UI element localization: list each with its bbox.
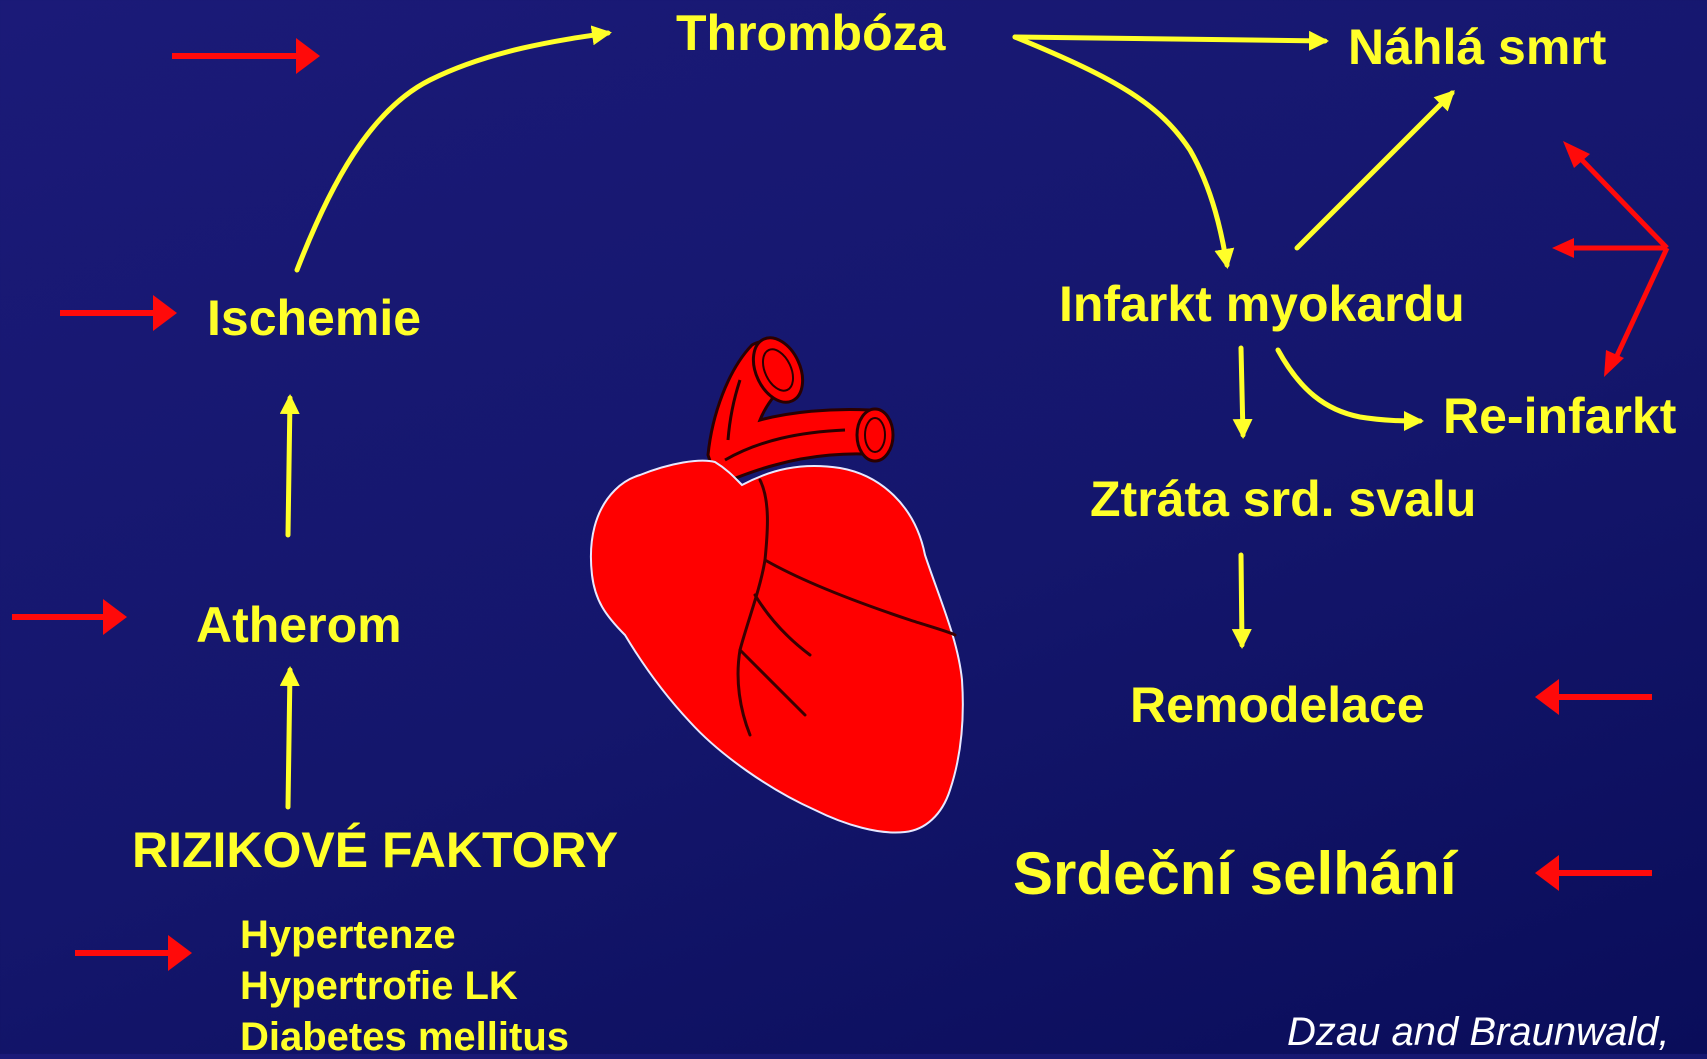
node-ztrata-svalu: Ztráta srd. svalu: [1090, 474, 1476, 524]
node-remodelace: Remodelace: [1130, 680, 1425, 730]
heart-vessels-icon: [708, 330, 893, 485]
node-srdecni-selhani: Srdeční selhání: [1013, 844, 1457, 904]
risk-factor-item: Hypertenze: [240, 915, 456, 955]
node-re-infarkt: Re-infarkt: [1443, 391, 1676, 441]
node-nahla-smrt: Náhlá smrt: [1348, 22, 1606, 72]
node-ischemie: Ischemie: [207, 293, 421, 343]
citation: Dzau and Braunwald,: [1287, 1012, 1669, 1052]
node-thromboza: Thrombóza: [676, 8, 945, 58]
node-atherom: Atherom: [196, 600, 402, 650]
risk-factor-item: Hypertrofie LK: [240, 966, 518, 1006]
risk-factor-item: Diabetes mellitus: [240, 1017, 569, 1057]
heart-body-icon: [591, 461, 963, 833]
node-infarkt-myokardu: Infarkt myokardu: [1059, 279, 1465, 329]
node-rizikove-faktory: RIZIKOVÉ FAKTORY: [132, 825, 618, 875]
